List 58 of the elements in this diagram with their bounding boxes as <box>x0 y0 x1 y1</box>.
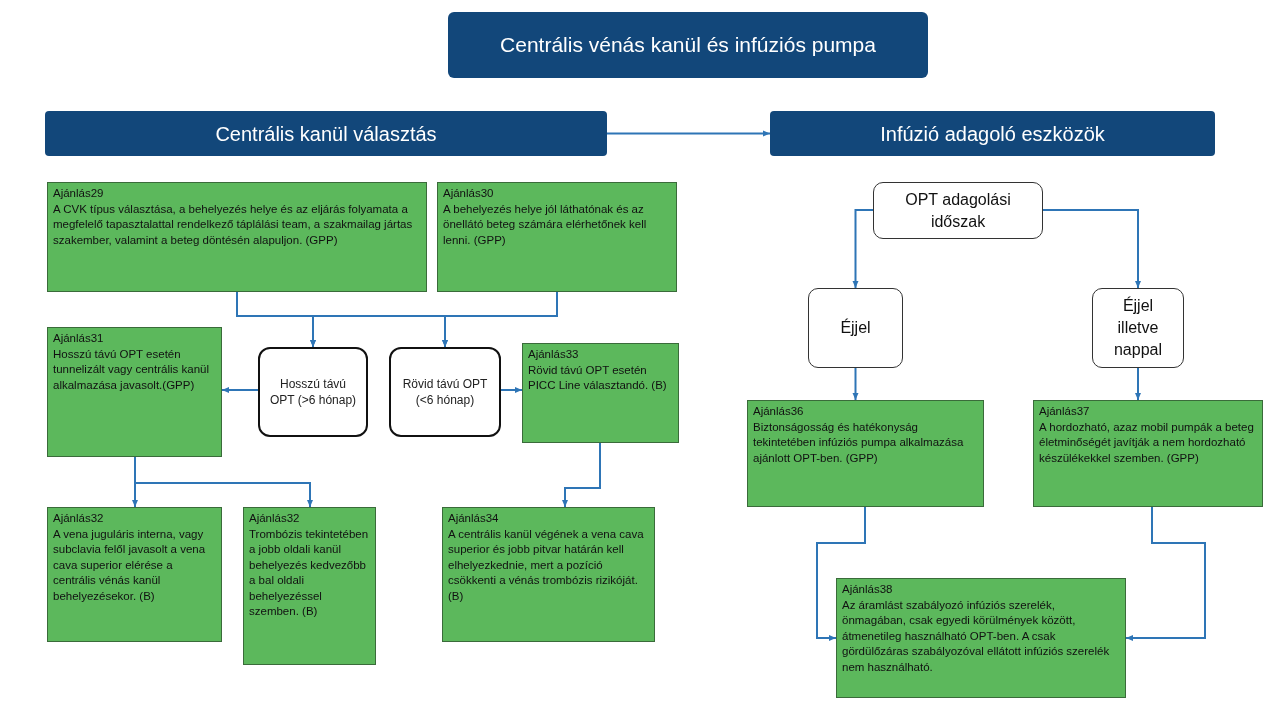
connector-arrow <box>134 456 313 508</box>
period-box <box>808 288 903 368</box>
section-header-bar <box>45 111 607 156</box>
recommendation-text: A CVK típus választása, a behelyezés helye és az eljárás folyamata a megfelelő tapasztalattal rendelkező táplálási team, a szakmailag jártas szakember, valamint a beteg döntésén alapuljon. (GPP) <box>53 201 414 248</box>
duration-label: Rövid távú OPT (<6 hónap) <box>401 376 489 408</box>
recommendation-heading: Ajánlás33 <box>528 347 580 362</box>
title-banner <box>448 12 928 78</box>
recommendation-heading: Ajánlás29 <box>53 186 105 201</box>
recommendation-box <box>522 343 679 443</box>
recommendation-text: Trombózis tekintetében a jobb oldali kanül behelyezés kedvezőbb a bal oldali behelyezéssel szemben. (B) <box>249 526 370 619</box>
recommendation-heading: Ajánlás36 <box>753 404 805 419</box>
period-box <box>1092 288 1184 368</box>
connector-arrow <box>1125 506 1206 641</box>
recommendation-text: A behelyezés helye jól láthatónak és az önellátó beteg számára elérhetőnek kell lenni. (GPP) <box>443 201 648 248</box>
recommendation-text: Biztonságosság és hatékonyság tekintetében infúziós pumpa alkalmazása ajánlott OPT-ben. (GPP) <box>753 419 965 466</box>
connector-arrow <box>1042 209 1141 289</box>
recommendation-text: Az áramlást szabályozó infúziós szerelék, önmagában, csak egyedi körülmények között, átmenetileg használható OPT-ben. A csak gördülőzáras szabályozóval ellátott infúziós szerelék nem használható. <box>842 597 1111 675</box>
recommendation-text: A hordozható, azaz mobil pumpák a beteg életminőségét javítják a nem hordozható készülékekkel szemben. (GPP) <box>1039 419 1255 466</box>
recommendation-heading: Ajánlás34 <box>448 511 500 526</box>
period-label: Éjjel illetve nappal <box>1112 295 1163 360</box>
connector-arrow <box>606 130 771 137</box>
section-heading: Centrális kanül választás <box>215 121 437 147</box>
connector-arrow <box>562 442 601 508</box>
connector-arrow <box>852 367 859 401</box>
recommendation-box <box>243 507 376 665</box>
section-heading: Infúzió adagoló eszközök <box>880 121 1105 147</box>
recommendation-box <box>47 327 222 457</box>
recommendation-heading: Ajánlás32 <box>249 511 301 526</box>
connector-arrow <box>816 506 866 641</box>
recommendation-heading: Ajánlás31 <box>53 331 105 346</box>
period-label: OPT adagolási időszak <box>904 189 1012 232</box>
recommendation-box <box>442 507 655 642</box>
connector-arrow <box>442 291 558 348</box>
section-header-bar <box>770 111 1215 156</box>
recommendation-box <box>747 400 984 507</box>
connector-arrow <box>1135 367 1141 401</box>
recommendation-heading: Ajánlás38 <box>842 582 894 597</box>
recommendation-box <box>1033 400 1263 507</box>
connector-arrow <box>500 387 523 393</box>
connector-arrow <box>852 209 874 289</box>
recommendation-text: Hosszú távú OPT esetén tunnelizált vagy centrális kanül alkalmazása javasolt.(GPP) <box>53 346 210 393</box>
recommendation-box <box>47 507 222 642</box>
recommendation-box <box>437 182 677 292</box>
recommendation-heading: Ajánlás32 <box>53 511 105 526</box>
recommendation-box <box>836 578 1126 698</box>
title-text: Centrális vénás kanül és infúziós pumpa <box>500 32 876 59</box>
recommendation-text: A vena juguláris interna, vagy subclavia felől javasolt a vena cava superior elérése a centrális vénás kanül behelyezésekor. (B) <box>53 526 207 604</box>
recommendation-text: Rövid távú OPT esetén PICC Line választandó. (B) <box>528 362 668 393</box>
recommendation-box <box>47 182 427 292</box>
duration-box <box>258 347 368 437</box>
recommendation-heading: Ajánlás30 <box>443 186 495 201</box>
recommendation-text: A centrális kanül végének a vena cava superior és jobb pitvar határán kell elhelyezkednie, mert a pozíció csökkenti a vénás trombózis rizikóját. (B) <box>448 526 645 604</box>
duration-label: Hosszú távú OPT (>6 hónap) <box>268 376 358 408</box>
recommendation-heading: Ajánlás37 <box>1039 404 1091 419</box>
connector-arrow <box>221 387 259 393</box>
period-label: Éjjel <box>840 317 871 338</box>
period-box <box>873 182 1043 239</box>
duration-box <box>389 347 501 437</box>
